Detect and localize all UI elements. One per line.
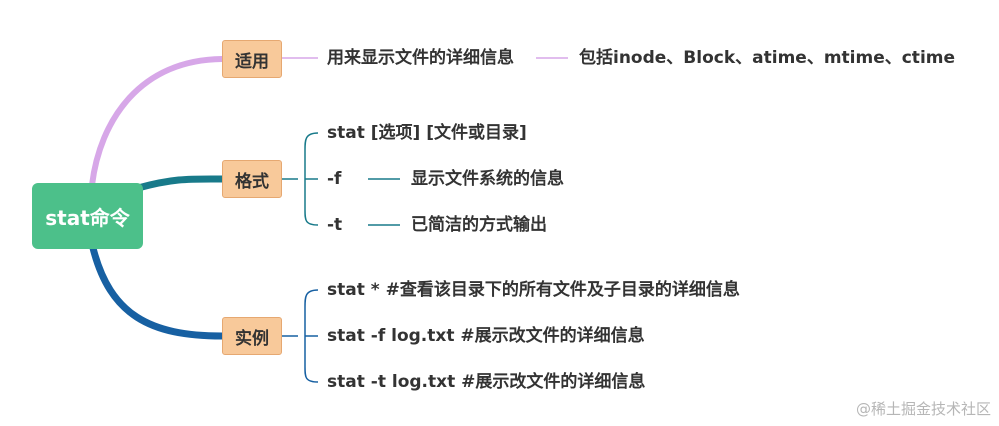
usage-detail: 包括inode、Block、atime、mtime、ctime — [579, 48, 956, 68]
link-root-format — [134, 175, 226, 192]
format-item-f-desc: 显示文件系统的信息 — [411, 169, 564, 189]
usage-text: 用来显示文件的详细信息 — [327, 48, 514, 68]
watermark: @稀土掘金技术社区 — [855, 400, 991, 418]
format-item-syntax: stat [选项] [文件或目录] — [327, 123, 527, 143]
format-item-f: -f — [327, 169, 342, 189]
link-root-examples — [89, 244, 226, 340]
link-examples-bracket — [282, 289, 319, 383]
root-node: stat命令 — [32, 183, 143, 249]
format-item-t: -t — [327, 215, 343, 235]
link-format-bracket — [282, 132, 319, 226]
format-item-t-desc: 已简洁的方式输出 — [411, 215, 547, 235]
branch-usage: 适用 — [222, 40, 282, 78]
branch-examples: 实例 — [222, 317, 282, 355]
example-item-1: stat * #查看该目录下的所有文件及子目录的详细信息 — [327, 280, 740, 300]
example-item-3: stat -t log.txt #展示改文件的详细信息 — [327, 372, 646, 392]
link-root-usage — [89, 56, 225, 188]
example-item-2: stat -f log.txt #展示改文件的详细信息 — [327, 326, 645, 346]
branch-format: 格式 — [222, 160, 282, 198]
